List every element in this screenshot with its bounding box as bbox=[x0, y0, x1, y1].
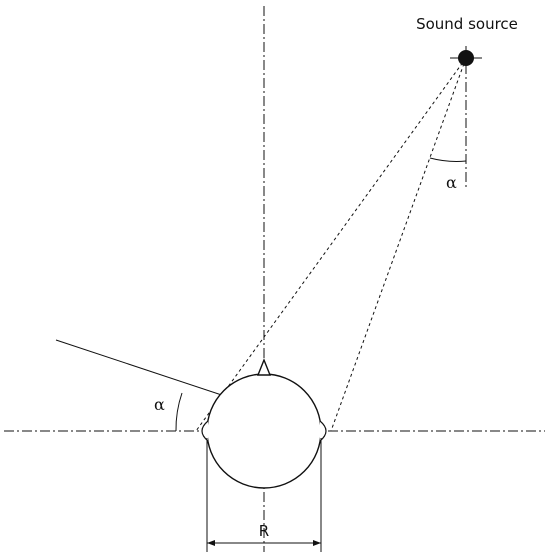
right-ear-shape bbox=[319, 420, 327, 442]
radius-label: R bbox=[259, 522, 269, 540]
ray-to-right-ear bbox=[330, 57, 467, 432]
dimension-arrow-left bbox=[207, 540, 215, 546]
ray-to-left-ear bbox=[195, 57, 467, 432]
angle-arc-top bbox=[429, 157, 467, 162]
alpha-bottom-label: α bbox=[154, 395, 165, 414]
alpha-top-label: α bbox=[446, 173, 457, 192]
head-circle bbox=[206, 373, 322, 489]
nose-shape bbox=[256, 358, 272, 376]
sound-source-label: Sound source bbox=[416, 15, 518, 33]
angle-arc-bottom bbox=[175, 392, 183, 432]
left-ear-shape bbox=[201, 420, 209, 442]
sound-source-dot bbox=[458, 50, 474, 66]
dimension-arrow-right bbox=[313, 540, 321, 546]
